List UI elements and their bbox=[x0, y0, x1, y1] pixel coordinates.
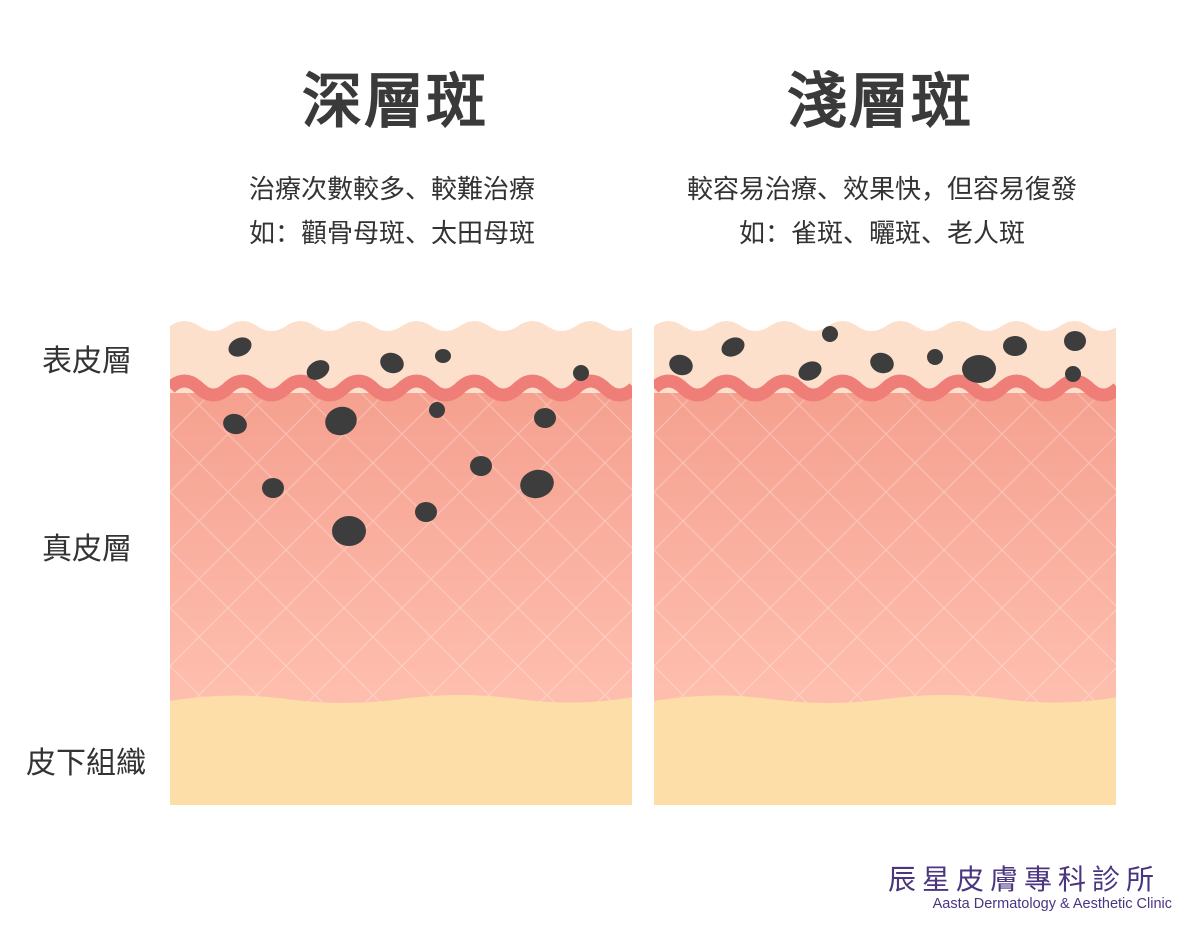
pigment-spot bbox=[927, 349, 943, 365]
clinic-name-english: Aasta Dermatology & Aesthetic Clinic bbox=[933, 896, 1172, 912]
subcutaneous-label: 皮下組織 bbox=[26, 738, 146, 782]
pigment-spot bbox=[822, 326, 838, 342]
pigment-spot bbox=[429, 402, 445, 418]
pigment-spot bbox=[470, 456, 492, 476]
pigment-spot bbox=[962, 355, 996, 383]
deep-spot-desc-line-1: 治療次數較多、較難治療 bbox=[162, 168, 622, 212]
pigment-spot bbox=[573, 365, 589, 381]
deep-spot-desc-line-2: 如：顴骨母斑、太田母斑 bbox=[162, 212, 622, 256]
shallow-spot-desc-line-1: 較容易治療、效果快，但容易復發 bbox=[652, 168, 1112, 212]
dermis-collagen-mesh bbox=[654, 378, 1116, 718]
shallow-spot-description: 較容易治療、效果快，但容易復發 如：雀斑、曬斑、老人斑 bbox=[652, 168, 1112, 256]
pigment-spot bbox=[262, 478, 284, 498]
pigment-spot bbox=[534, 408, 556, 428]
pigment-spot bbox=[332, 516, 366, 546]
pigment-spot bbox=[1003, 336, 1027, 356]
shallow-spot-title: 淺層斑 bbox=[650, 62, 1110, 142]
shallow-skin-cross-section bbox=[654, 318, 1116, 805]
pigment-spot bbox=[1064, 331, 1086, 351]
shallow-spot-desc-line-2: 如：雀斑、曬斑、老人斑 bbox=[652, 212, 1112, 256]
deep-spot-title: 深層斑 bbox=[165, 62, 625, 142]
deep-spot-description: 治療次數較多、較難治療 如：顴骨母斑、太田母斑 bbox=[162, 168, 622, 256]
subcutaneous-layer bbox=[170, 695, 632, 805]
deep-spot-skin-diagram bbox=[170, 318, 632, 805]
shallow-spot-skin-diagram bbox=[654, 318, 1116, 805]
clinic-name-chinese: 辰星皮膚專科診所 bbox=[888, 858, 1160, 898]
dermis-label: 真皮層 bbox=[42, 524, 132, 568]
deep-skin-cross-section bbox=[170, 318, 632, 805]
subcutaneous-layer bbox=[654, 695, 1116, 805]
epidermis-label: 表皮層 bbox=[42, 336, 132, 380]
pigment-spot bbox=[415, 502, 437, 522]
pigment-spot bbox=[1065, 366, 1081, 382]
pigment-spot bbox=[435, 349, 451, 363]
